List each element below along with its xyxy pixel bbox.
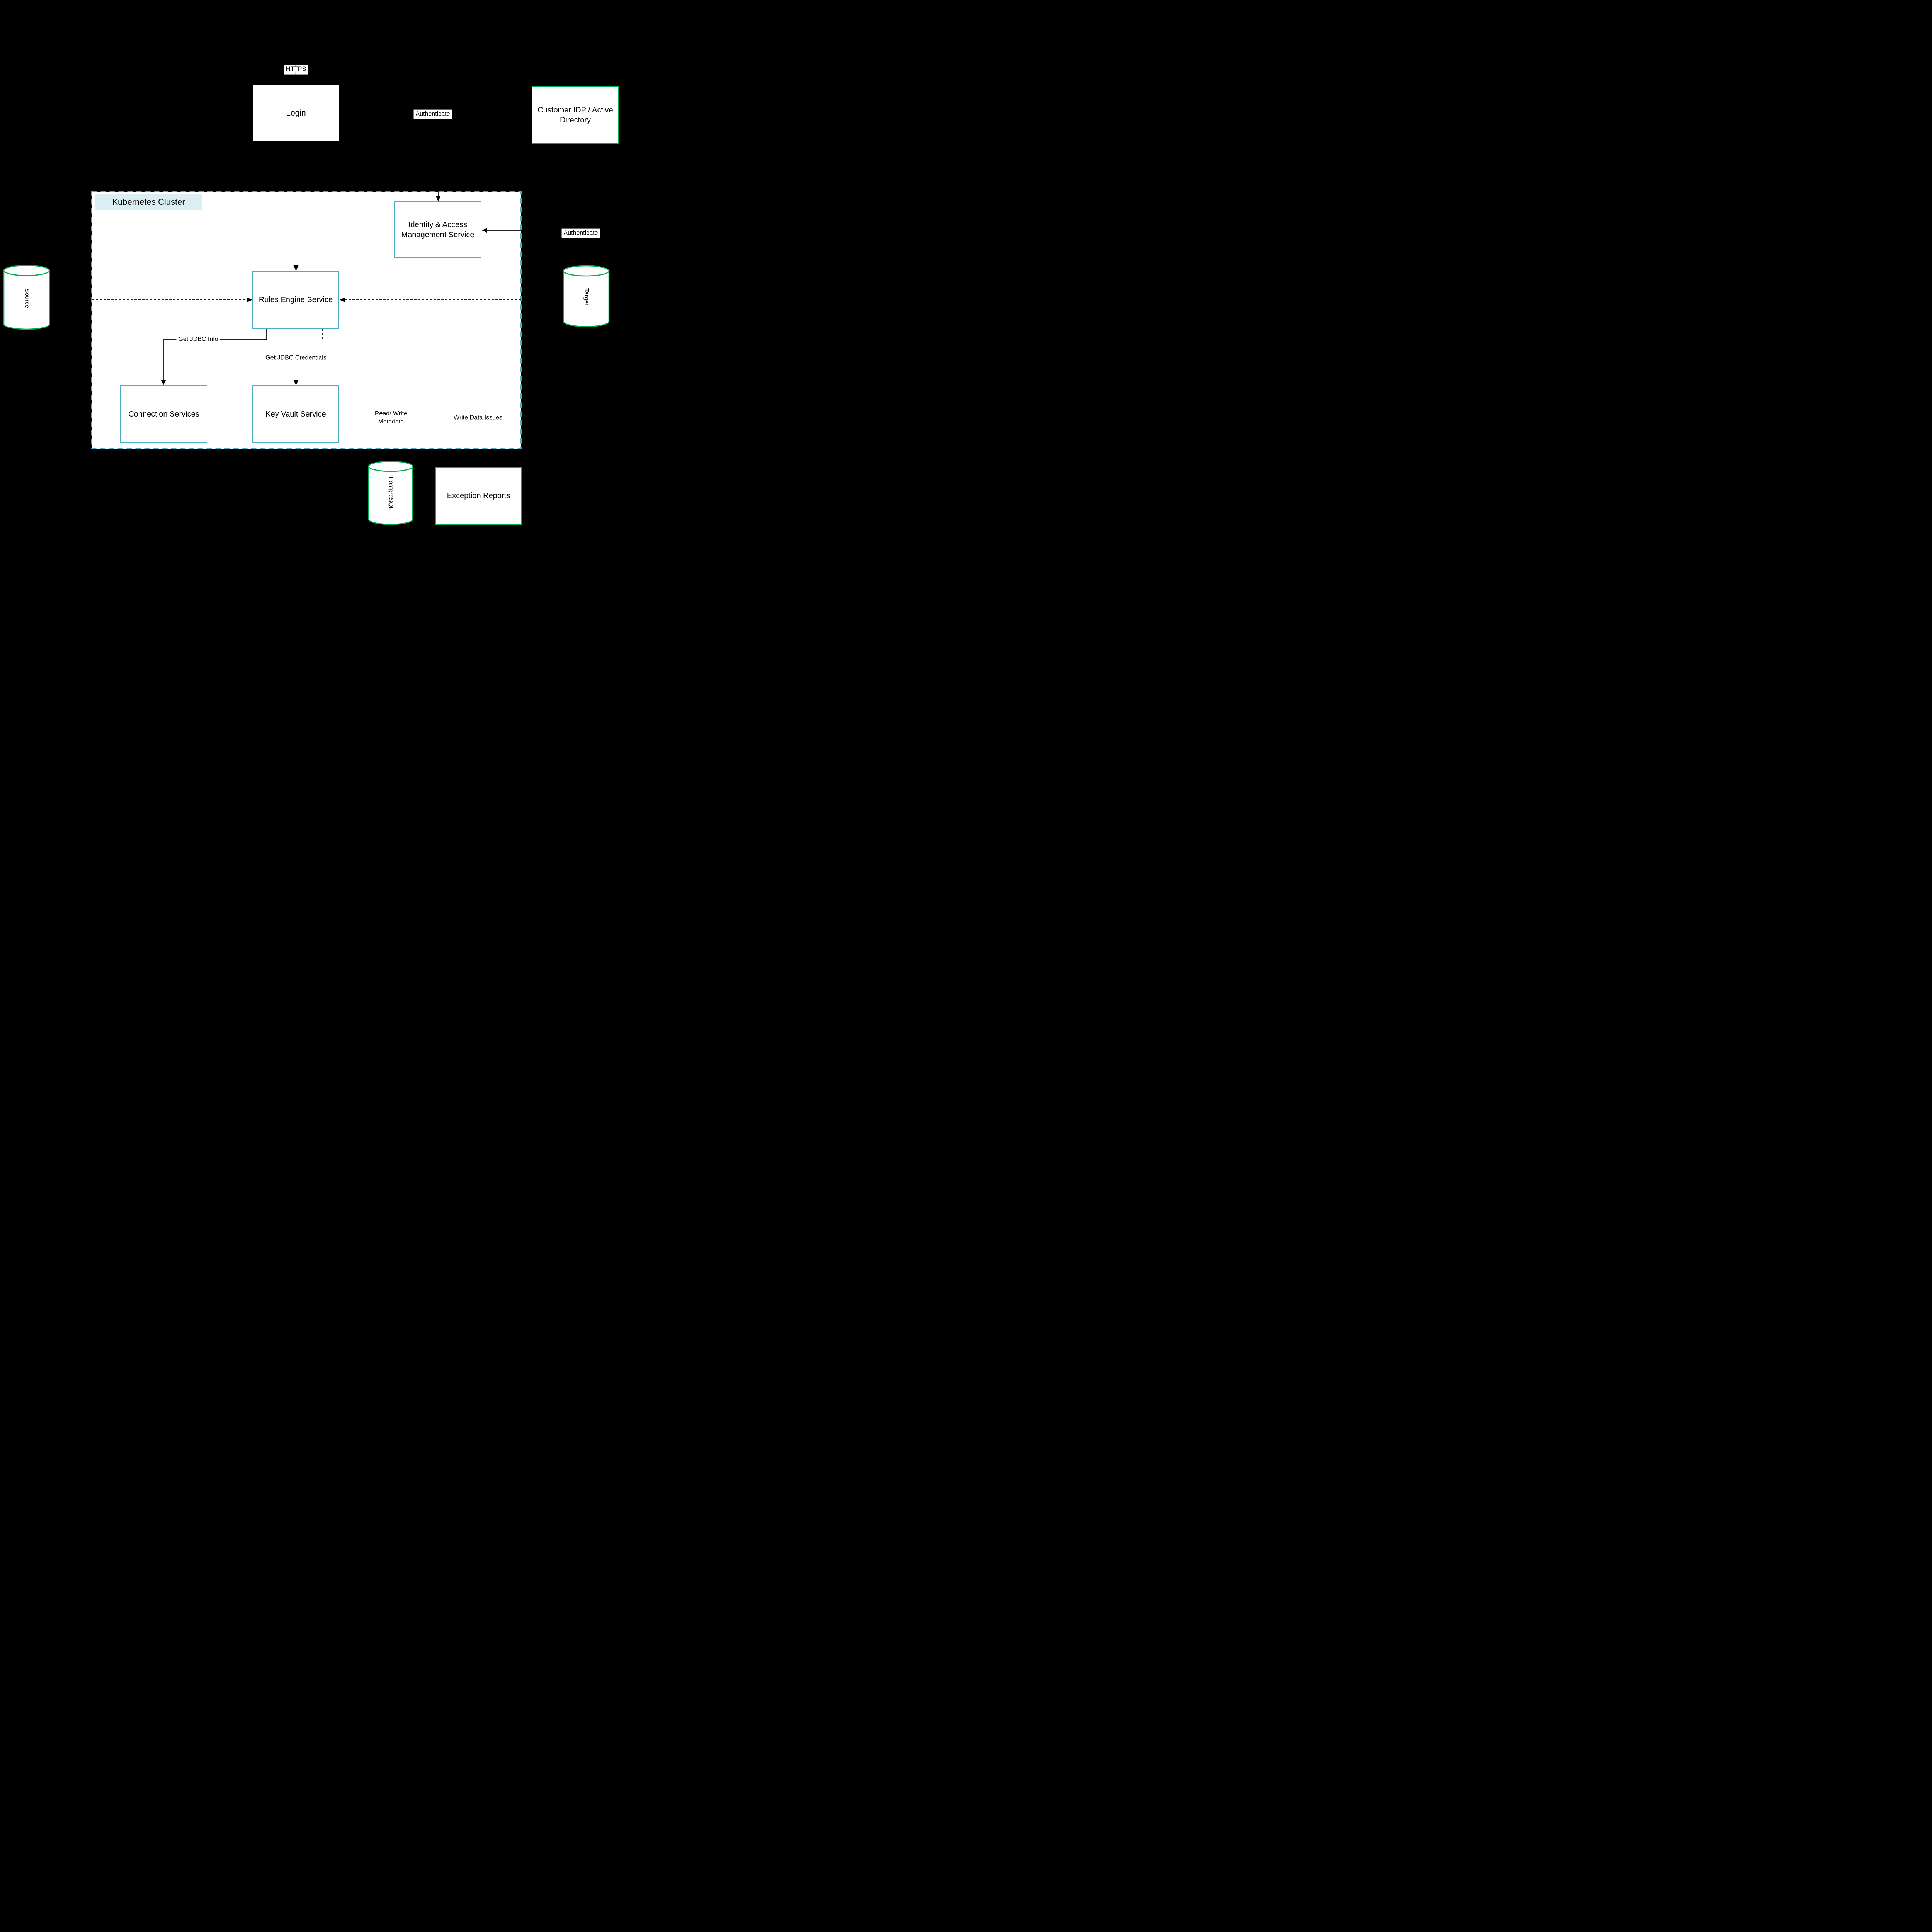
architecture-diagram: Kubernetes Cluster Login Customer IDP / … bbox=[0, 0, 625, 529]
edge-label-write-data-issues: Write Data Issues bbox=[452, 413, 504, 423]
rules-engine-label: Rules Engine Service bbox=[259, 296, 333, 304]
edge-label-get-jdbc-info: Get JDBC Info bbox=[176, 335, 220, 345]
node-customer-idp-active-directory: Customer IDP / Active Directory bbox=[532, 86, 619, 144]
arrowhead-rules-engine-top bbox=[293, 265, 299, 271]
iam-label: Identity & Access Management Service bbox=[401, 220, 474, 239]
arrowhead-iam-top bbox=[435, 196, 441, 201]
node-connection-services: Connection Services bbox=[120, 385, 207, 443]
edge-label-authenticate-iam: Authenticate bbox=[561, 228, 600, 238]
source-database-icon bbox=[3, 265, 50, 330]
target-database-icon bbox=[563, 265, 610, 327]
kubernetes-cluster-label-text: Kubernetes Cluster bbox=[112, 197, 185, 207]
authenticate-login-text: Authenticate bbox=[415, 111, 450, 117]
edge-label-read-write-metadata: Read/ Write Metadata bbox=[372, 409, 410, 427]
read-write-metadata-line2: Metadata bbox=[378, 418, 404, 425]
arrowhead-exception-reports bbox=[475, 461, 481, 467]
arrowheads bbox=[161, 196, 487, 467]
database-cylinders bbox=[3, 265, 610, 525]
https-label-text: HTTPS bbox=[286, 66, 306, 73]
arrowhead-connection-services bbox=[161, 380, 166, 385]
target-database-label: Target bbox=[583, 288, 590, 306]
read-write-metadata-line1: Read/ Write bbox=[374, 410, 408, 417]
dashed-connectors bbox=[49, 299, 563, 462]
node-key-vault-service: Key Vault Service bbox=[252, 385, 339, 443]
arrowhead-rules-engine-left bbox=[247, 297, 252, 303]
node-login: Login bbox=[253, 85, 339, 142]
edge-label-get-jdbc-credentials: Get JDBC Credentials bbox=[264, 353, 328, 363]
exception-reports-label: Exception Reports bbox=[447, 492, 510, 500]
customer-idp-label: Customer IDP / Active Directory bbox=[537, 106, 613, 124]
postgresql-database-icon bbox=[368, 461, 413, 525]
node-identity-access-management-service: Identity & Access Management Service bbox=[394, 201, 481, 258]
login-label: Login bbox=[286, 109, 306, 118]
kubernetes-cluster-label: Kubernetes Cluster bbox=[95, 194, 202, 210]
arrowhead-iam-right bbox=[482, 228, 487, 233]
postgresql-database-label: PostgreSQL bbox=[388, 476, 394, 510]
edge-label-https: HTTPS bbox=[284, 65, 308, 75]
connection-services-label: Connection Services bbox=[128, 410, 199, 418]
node-rules-engine-service: Rules Engine Service bbox=[252, 271, 339, 329]
write-data-issues-text: Write Data Issues bbox=[454, 414, 502, 421]
connector-layer bbox=[3, 23, 610, 525]
arrowhead-rules-engine-right bbox=[340, 297, 345, 303]
source-database-label: Source bbox=[24, 288, 30, 308]
get-jdbc-credentials-text: Get JDBC Credentials bbox=[265, 354, 327, 361]
get-jdbc-info-text: Get JDBC Info bbox=[178, 336, 218, 343]
key-vault-label: Key Vault Service bbox=[265, 410, 326, 418]
edge-label-authenticate-login: Authenticate bbox=[413, 109, 452, 119]
node-exception-reports: Exception Reports bbox=[435, 467, 522, 525]
authenticate-iam-text: Authenticate bbox=[563, 230, 598, 236]
arrowhead-key-vault bbox=[293, 380, 299, 385]
